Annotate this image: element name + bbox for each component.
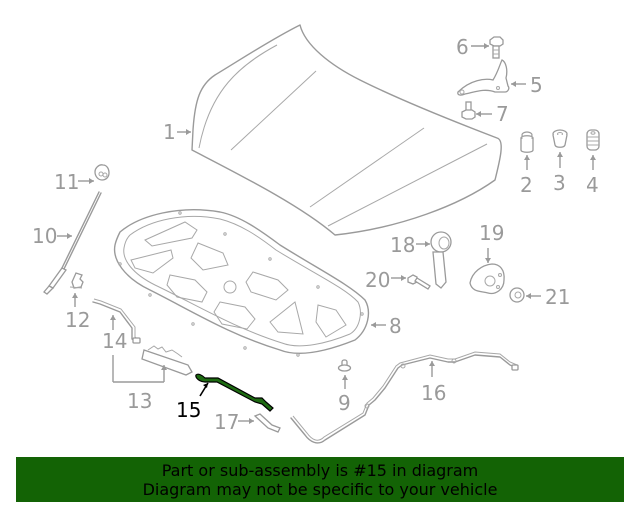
svg-text:14: 14 [102, 329, 127, 353]
callout-21: 21 [526, 285, 570, 309]
banner-line-part: Part or sub-assembly is #15 in diagram [161, 461, 479, 480]
callout-9: 9 [338, 375, 351, 415]
rod-holder[interactable] [69, 272, 84, 289]
latch-release-rod[interactable] [195, 373, 274, 412]
svg-text:4: 4 [586, 173, 599, 197]
latch-nut[interactable] [509, 287, 525, 303]
callout-2: 2 [520, 155, 533, 197]
svg-text:7: 7 [496, 102, 509, 126]
callout-10: 10 [32, 224, 72, 248]
svg-text:8: 8 [389, 314, 402, 338]
callout-18: 18 [390, 233, 430, 257]
hinge[interactable] [457, 59, 510, 96]
svg-text:10: 10 [32, 224, 57, 248]
svg-text:1: 1 [163, 120, 176, 144]
callout-3: 3 [553, 152, 566, 195]
svg-text:2: 2 [520, 173, 533, 197]
cable-clip[interactable] [253, 413, 281, 433]
hood-bumper[interactable] [586, 129, 600, 151]
insulator-pad[interactable] [113, 209, 370, 357]
callout-7: 7 [476, 102, 509, 126]
svg-text:21: 21 [545, 285, 570, 309]
svg-text:15: 15 [176, 398, 201, 422]
callout-5: 5 [511, 73, 543, 97]
callout-4: 4 [586, 155, 599, 197]
callout-19: 19 [479, 221, 504, 263]
callout-14: 14 [102, 315, 127, 353]
callout-11: 11 [54, 170, 94, 194]
callout-16: 16 [421, 361, 446, 405]
release-rod[interactable] [92, 298, 141, 344]
svg-text:20: 20 [365, 268, 390, 292]
svg-text:3: 3 [553, 171, 566, 195]
latch-bolt[interactable] [407, 274, 431, 290]
release-cable[interactable] [290, 351, 519, 444]
svg-text:5: 5 [530, 73, 543, 97]
part-info-banner: Part or sub-assembly is #15 in diagram D… [16, 457, 624, 502]
svg-text:17: 17 [214, 410, 239, 434]
svg-text:18: 18 [390, 233, 415, 257]
hinge-bolt[interactable] [489, 36, 504, 59]
latch-bracket[interactable] [141, 345, 193, 376]
svg-text:19: 19 [479, 221, 504, 245]
hood-panel[interactable] [191, 24, 502, 236]
callout-12: 12 [65, 293, 90, 332]
svg-text:16: 16 [421, 381, 446, 405]
support-rod[interactable] [43, 191, 102, 295]
bumper-cushion[interactable] [552, 129, 568, 148]
svg-text:6: 6 [456, 35, 469, 59]
hood-latch-striker[interactable] [430, 231, 452, 289]
rod-grommet[interactable] [94, 164, 110, 181]
svg-text:9: 9 [338, 391, 351, 415]
svg-text:13: 13 [127, 389, 152, 413]
callout-6: 6 [456, 35, 489, 59]
callout-13: 13 [112, 355, 167, 413]
svg-text:12: 12 [65, 308, 90, 332]
hinge-bolt-lower[interactable] [461, 101, 476, 120]
hood-latch[interactable] [469, 263, 505, 295]
banner-line-disclaimer: Diagram may not be specific to your vehi… [142, 480, 498, 499]
bumper-stop[interactable] [520, 131, 534, 153]
callout-17: 17 [214, 410, 254, 434]
svg-text:11: 11 [54, 170, 79, 194]
callout-8: 8 [371, 314, 402, 338]
pad-clip[interactable] [337, 359, 352, 372]
callout-20: 20 [365, 268, 406, 292]
callout-1: 1 [163, 120, 191, 144]
callout-15: 15 [176, 382, 209, 422]
